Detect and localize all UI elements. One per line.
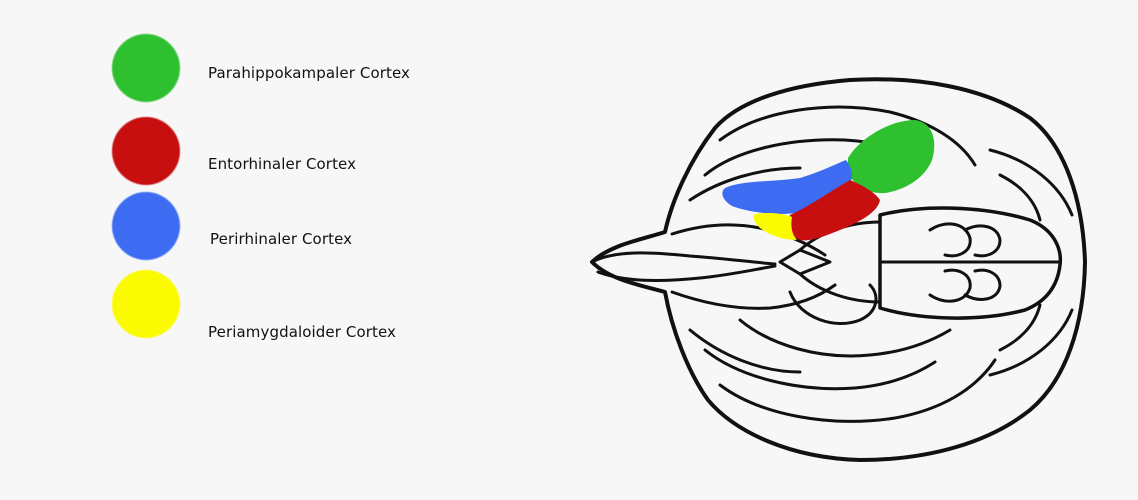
temporal-sulcus-lower	[705, 350, 935, 389]
brain-outline	[592, 79, 1085, 460]
region-parahippocampal-cortex	[848, 120, 934, 193]
temporal-lobe-lower	[720, 360, 995, 421]
gyral-line-2	[672, 285, 835, 308]
cerebellum-upper	[990, 150, 1072, 215]
olfactory-bulb	[592, 253, 775, 264]
pons-lobe-3	[930, 270, 970, 301]
temporal-lobe-upper	[720, 107, 975, 165]
olfactory-tract-lower	[598, 266, 775, 280]
pons-lobe-1	[930, 224, 970, 256]
cerebellum-lower	[990, 310, 1072, 375]
temporal-gyrus-lower	[740, 320, 950, 356]
cortical-regions	[722, 120, 934, 240]
region-periamygdaloid-cortex	[754, 213, 797, 240]
uncus-lower	[790, 285, 876, 324]
